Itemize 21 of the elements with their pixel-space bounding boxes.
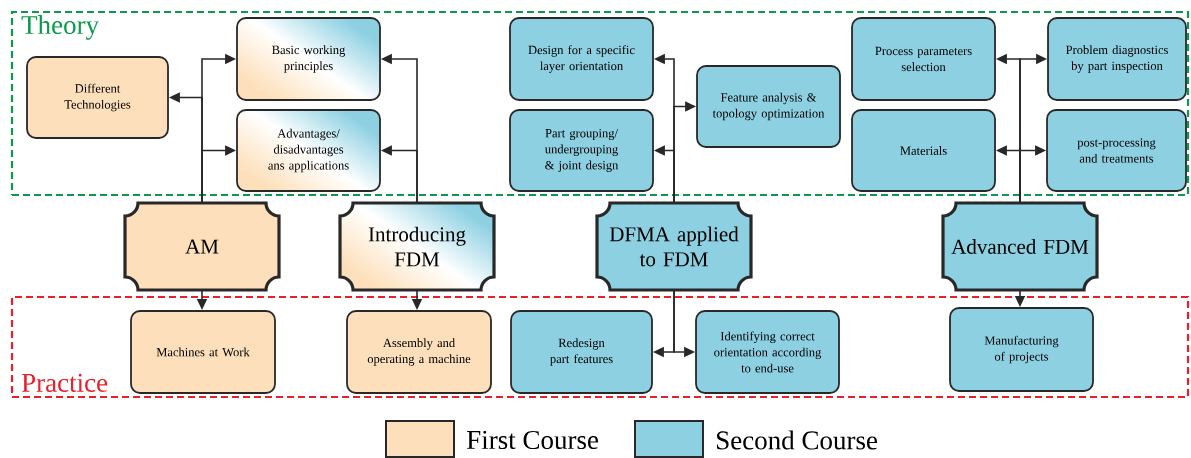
topic-box: Introducing FDM bbox=[338, 201, 496, 292]
rounded-box: Process parameters selection bbox=[851, 17, 996, 101]
rounded-box: Feature analysis & topology optimization bbox=[696, 65, 841, 148]
rounded-box: Different Technologies bbox=[26, 56, 169, 139]
rounded-box: Problem diagnostics by part inspection bbox=[1047, 17, 1187, 101]
rounded-box: Redesign part features bbox=[510, 310, 653, 394]
rounded-box: Materials bbox=[851, 109, 996, 192]
rounded-box: Machines at Work bbox=[130, 310, 276, 394]
rounded-box: Identifying correct orientation according to end-use bbox=[695, 310, 840, 394]
rounded-box: Advantages/ disadvantages ans applications bbox=[236, 109, 381, 192]
rounded-box: post-processing and treatments bbox=[1046, 109, 1187, 192]
topic-box: AM bbox=[123, 201, 281, 292]
rounded-box: Part grouping/ undergrouping & joint design bbox=[509, 109, 654, 192]
legend-label: Second Course bbox=[717, 430, 877, 450]
rounded-box: Assembly and operating a machine bbox=[346, 310, 492, 394]
topic-box: DFMA applied to FDM bbox=[595, 201, 753, 292]
legend-label: First Course bbox=[467, 430, 599, 450]
rounded-box: Basic working principles bbox=[236, 17, 381, 101]
rounded-box: Design for a specific layer orientation bbox=[509, 17, 654, 101]
topic-box: Advanced FDM bbox=[941, 201, 1099, 292]
rounded-box: Manufacturing of projects bbox=[949, 307, 1094, 392]
